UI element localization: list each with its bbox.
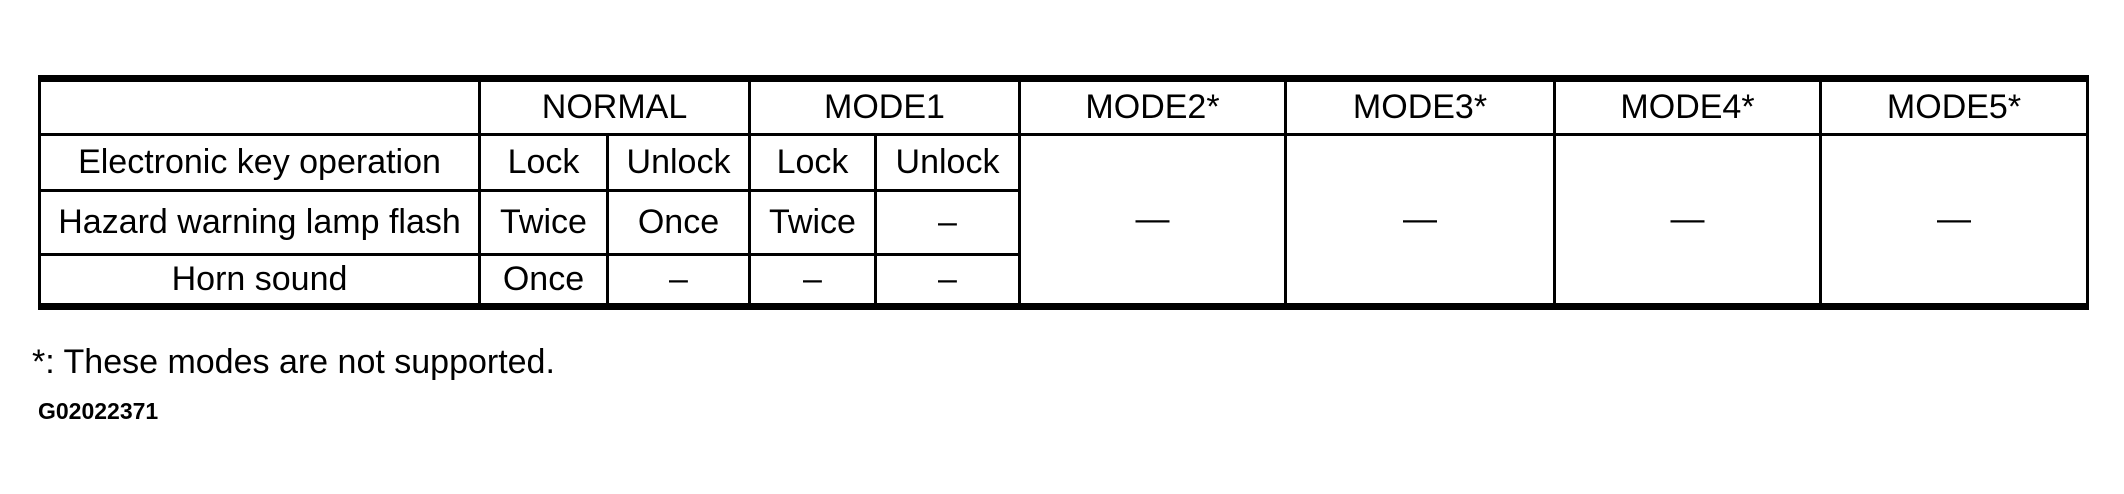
column-header-mode4: MODE4* — [1553, 77, 1822, 136]
table-cell: Lock — [478, 133, 609, 192]
merged-cell-mode3: — — [1284, 133, 1556, 308]
key-operation-mode-table: NORMAL MODE1 MODE2* MODE3* MODE4* MODE5*… — [38, 75, 2089, 310]
table-cell: – — [874, 253, 1021, 308]
table-cell: Unlock — [874, 133, 1021, 192]
table-cell: Once — [606, 189, 751, 256]
table-cell: Once — [478, 253, 609, 308]
table-cell: Twice — [748, 189, 877, 256]
table-cell: Lock — [748, 133, 877, 192]
table-cell: – — [874, 189, 1021, 256]
corner-cell — [38, 77, 481, 136]
merged-cell-mode5: — — [1819, 133, 2089, 308]
column-header-mode3: MODE3* — [1284, 77, 1556, 136]
table-cell: Unlock — [606, 133, 751, 192]
merged-cell-mode2: — — [1018, 133, 1287, 308]
table-header-row: NORMAL MODE1 MODE2* MODE3* MODE4* MODE5* — [38, 77, 2089, 136]
table-row-hazard-warning-lamp-flash: Hazard warning lamp flash Twice Once Twi… — [38, 189, 2088, 256]
merged-cell-mode4: — — [1553, 133, 1822, 308]
row-label: Hazard warning lamp flash — [38, 189, 481, 256]
footnote-unsupported-modes: *: These modes are not supported. — [32, 343, 555, 381]
table-cell: – — [606, 253, 751, 308]
figure-code: G02022371 — [38, 398, 159, 424]
column-header-mode2: MODE2* — [1018, 77, 1287, 136]
row-label: Horn sound — [38, 253, 481, 308]
column-header-mode1: MODE1 — [748, 77, 1021, 136]
column-header-mode5: MODE5* — [1819, 77, 2089, 136]
table-row-horn-sound: Horn sound Once – – – — [38, 253, 2088, 308]
table-cell: – — [748, 253, 877, 308]
table-row-electronic-key-operation: Electronic key operation Lock Unlock Loc… — [38, 133, 2089, 308]
row-label: Electronic key operation — [38, 133, 481, 192]
table-cell: Twice — [478, 189, 609, 256]
column-header-normal: NORMAL — [478, 77, 751, 136]
